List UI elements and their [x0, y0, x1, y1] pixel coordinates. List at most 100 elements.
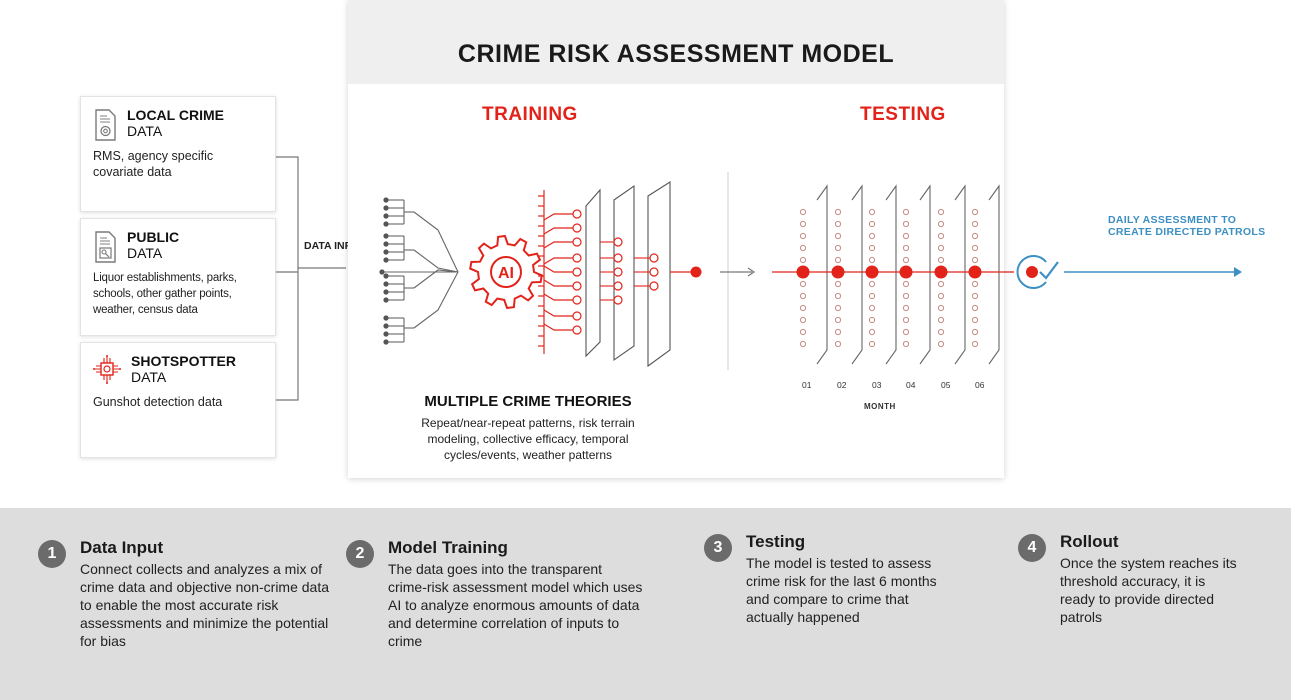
step-title: Rollout: [1060, 532, 1119, 551]
fan-branch: [543, 257, 574, 265]
month-node: [799, 328, 807, 336]
layer-node: [649, 267, 659, 277]
input-merge: [413, 211, 459, 273]
input-tree: [379, 197, 459, 345]
model-diagram: AI: [379, 172, 1004, 370]
report-icon: [95, 231, 116, 263]
layer-node: [613, 237, 623, 247]
month-label-03: 03: [872, 380, 882, 390]
month-node: [902, 280, 910, 288]
month-node: [971, 280, 979, 288]
theories-desc: Repeat/near-repeat patterns, risk terrai…: [421, 416, 635, 462]
input-node: [383, 197, 389, 203]
shotspotter-title: SHOTSPOTTER: [131, 353, 237, 369]
month-node: [971, 292, 979, 300]
step-title: Model Training: [388, 538, 508, 557]
input-node: [383, 297, 389, 303]
input-node: [383, 289, 389, 295]
public-subtitle: DATA: [127, 245, 163, 261]
month-node: [834, 256, 842, 264]
local-crime-data-card: LOCAL CRIME DATA RMS, agency specific co…: [80, 96, 276, 212]
fan-node: [572, 311, 582, 321]
month-node: [902, 304, 910, 312]
layer-node: [613, 295, 623, 305]
fan-node: [572, 267, 582, 277]
input-node: [383, 323, 389, 329]
shotspotter-subtitle: DATA: [131, 369, 167, 385]
month-node: [799, 232, 807, 240]
target-check-icon: [1016, 255, 1059, 289]
fan-node: [572, 253, 582, 263]
month-node: [868, 280, 876, 288]
training-title: TRAINING: [482, 104, 578, 125]
month-node: [937, 256, 945, 264]
month-node: [799, 292, 807, 300]
month-node: [937, 316, 945, 324]
step-title: Data Input: [80, 538, 164, 557]
fan-branch: [543, 213, 574, 221]
month-column-frame: [919, 184, 931, 365]
month-node: [937, 304, 945, 312]
fan-node: [572, 281, 582, 291]
testing-title: TESTING: [860, 104, 946, 125]
month-label-02: 02: [837, 380, 847, 390]
layer-node: [613, 267, 623, 277]
fan-node: [572, 237, 582, 247]
input-node: [383, 213, 389, 219]
month-node: [799, 280, 807, 288]
layer-node: [613, 281, 623, 291]
step-text: Once the system reaches its threshold ac…: [1060, 555, 1237, 625]
month-node: [902, 256, 910, 264]
month-node: [971, 304, 979, 312]
month-node: [834, 208, 842, 216]
input-node: [383, 273, 389, 279]
month-node: [868, 220, 876, 228]
month-node: [799, 304, 807, 312]
neural-fan: [538, 190, 582, 354]
month-node: [902, 292, 910, 300]
local-crime-subtitle: DATA: [127, 123, 163, 139]
input-node: [383, 205, 389, 211]
fan-branch: [543, 323, 574, 331]
month-node: [971, 328, 979, 336]
training-layers: [585, 180, 671, 368]
month-node: [937, 232, 945, 240]
month-node: [799, 208, 807, 216]
month-node: [799, 340, 807, 348]
input-merge: [413, 249, 459, 273]
month-node: [834, 232, 842, 240]
input-node: [383, 331, 389, 337]
input-node: [383, 339, 389, 345]
chip-icon: [93, 355, 121, 384]
month-node: [834, 316, 842, 324]
month-node: [902, 244, 910, 252]
month-node: [902, 316, 910, 324]
month-label-04: 04: [906, 380, 916, 390]
month-node: [971, 244, 979, 252]
month-column-frame: [851, 184, 863, 365]
shotspotter-desc: Gunshot detection data: [93, 395, 223, 409]
fan-branch: [543, 293, 574, 301]
month-node: [937, 328, 945, 336]
training-output-node: [690, 266, 702, 278]
month-node: [868, 232, 876, 240]
month-node: [799, 256, 807, 264]
month-label-01: 01: [802, 380, 812, 390]
month-node: [834, 244, 842, 252]
month-node: [902, 208, 910, 216]
daily-assessment-label: DAILY ASSESSMENT TO CREATE DIRECTED PATR…: [1108, 214, 1266, 238]
layer-node: [649, 281, 659, 291]
fan-node: [572, 209, 582, 219]
month-node: [834, 328, 842, 336]
step-number: 1: [38, 540, 66, 568]
step-number: 2: [346, 540, 374, 568]
month-node: [971, 208, 979, 216]
layer-node: [613, 253, 623, 263]
step-number: 4: [1018, 534, 1046, 562]
month-node: [834, 340, 842, 348]
crime-risk-model-panel: CRIME RISK ASSESSMENT MODEL TRAINING TES…: [348, 0, 1004, 478]
fan-node: [572, 223, 582, 233]
shotspotter-data-card: SHOTSPOTTER DATA Gunshot detection data: [80, 342, 276, 458]
month-node: [971, 316, 979, 324]
input-node: [383, 315, 389, 321]
